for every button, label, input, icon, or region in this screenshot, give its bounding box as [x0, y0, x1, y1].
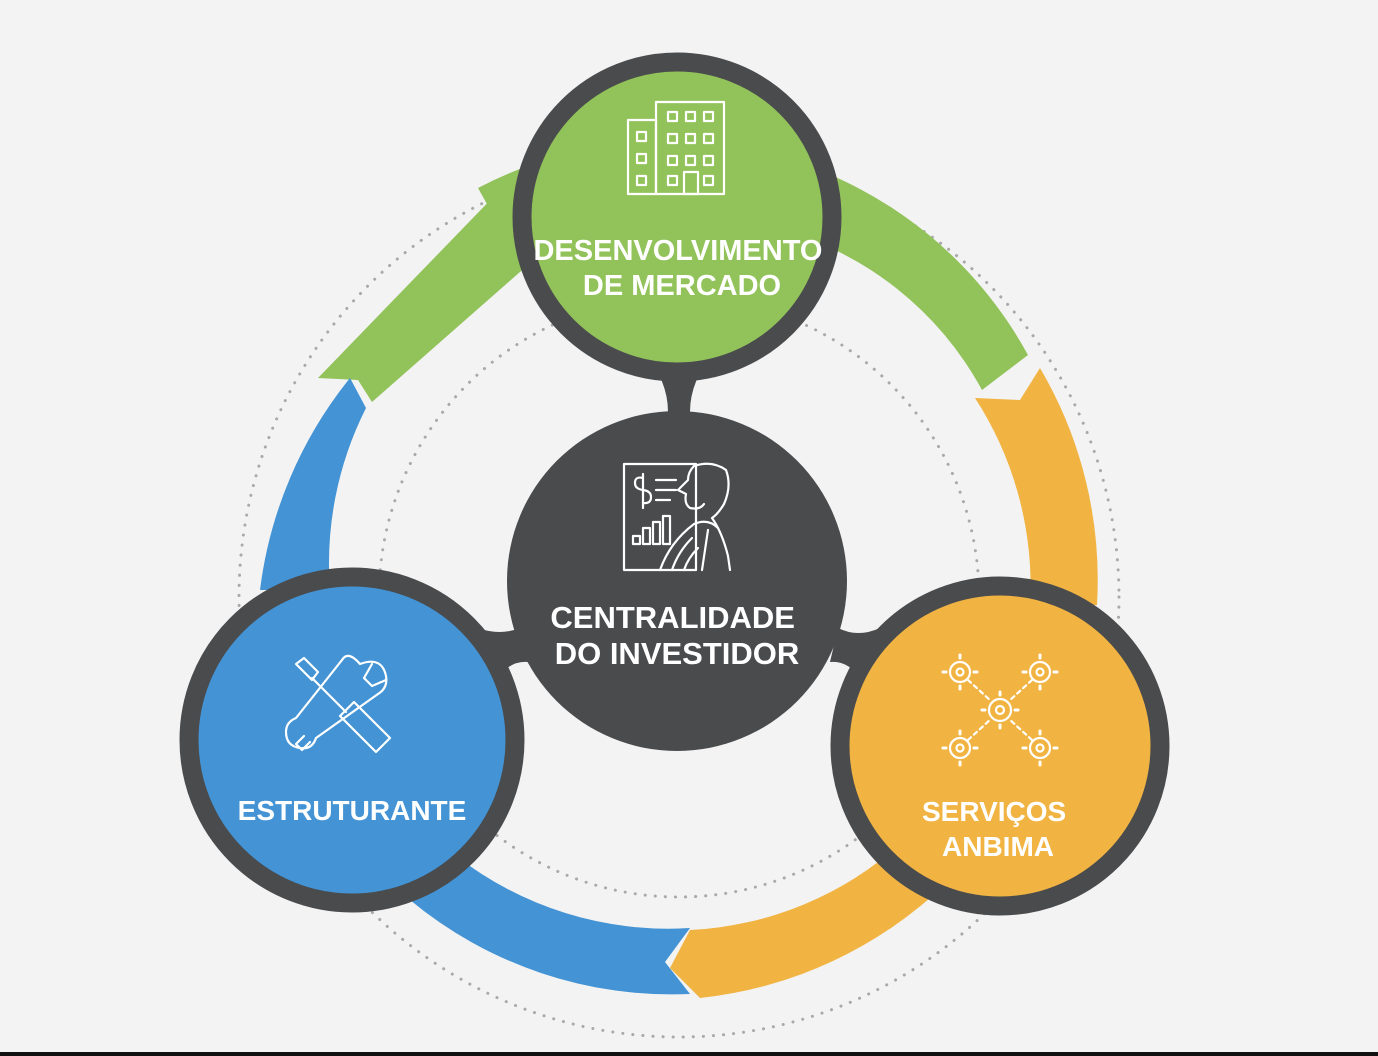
- center-line2: DO INVESTIDOR: [555, 636, 800, 671]
- left-node-label: ESTRUTURANTE: [238, 795, 467, 826]
- wrench-screwdriver-icon: [284, 654, 392, 754]
- center-circle: [507, 411, 847, 751]
- network-gears-icon: [941, 653, 1059, 767]
- investor-chart-icon: [622, 462, 732, 572]
- right-node-line2: ANBIMA: [942, 831, 1054, 862]
- outer-dotted-ring: [237, 155, 1121, 1039]
- left-node-line1: ESTRUTURANTE: [238, 795, 467, 826]
- top-node-label: DESENVOLVIMENTO DE MERCADO: [533, 235, 830, 302]
- top-node-line1: DESENVOLVIMENTO: [533, 235, 822, 267]
- right-node-label: SERVIÇOS ANBIMA: [922, 796, 1074, 862]
- green-arrow-arc: [318, 141, 1028, 403]
- blue-arrow-arc: [260, 378, 690, 995]
- top-node-circle: [512, 52, 842, 382]
- bottom-edge-bar: [0, 1052, 1378, 1056]
- center-line1: CENTRALIDADE: [550, 600, 795, 635]
- left-node-circle: [179, 567, 525, 913]
- top-node-line2: DE MERCADO: [583, 270, 781, 302]
- center-label: CENTRALIDADE DO INVESTIDOR: [550, 600, 803, 671]
- right-node-circle: [830, 576, 1170, 916]
- building-icon: [626, 100, 726, 196]
- right-node-line1: SERVIÇOS: [922, 796, 1066, 827]
